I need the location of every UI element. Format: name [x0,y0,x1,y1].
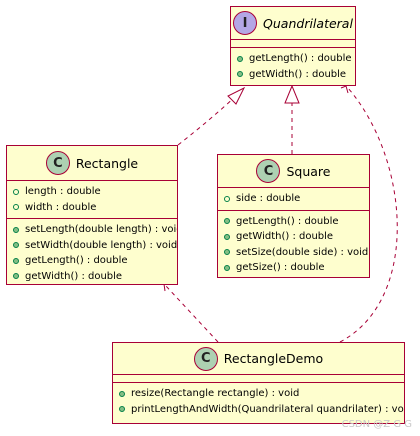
public-visibility-icon [224,249,230,256]
field-row: length : double [13,184,177,200]
public-visibility-icon [13,226,19,233]
demo-to-rectangle-line [165,285,219,343]
rectangle-to-quadrilateral-line [177,95,237,146]
quadrilateral-title: Quandrilateral [263,15,353,31]
method-row: setWidth(double length) : void [13,238,177,254]
square-header: C Square [218,155,369,188]
class-stereotype-icon: C [256,159,281,183]
quadrilateral-fields [231,40,355,48]
interface-stereotype-icon: I [233,11,258,35]
rectangle-demo-header: C RectangleDemo [113,343,404,375]
public-visibility-icon [224,218,230,225]
public-visibility-icon [119,390,125,397]
class-stereotype-icon: C [193,346,218,371]
rectangle-header: C Rectangle [7,146,177,181]
demo-quadrilateral-arrowhead [340,85,349,94]
rectangle-title: Rectangle [75,155,139,171]
method-row: getWidth() : double [13,269,177,285]
field-row: width : double [13,200,177,216]
square-class[interactable]: C Square side : double getLength() : dou… [217,154,370,278]
private-visibility-icon [224,195,230,202]
method-row: printLengthAndWidth(Quandrilateral quand… [119,402,404,418]
method-row: setLength(double length) : void [13,222,177,238]
method-row: getLength() : double [13,253,177,269]
method-row: setSize(double side) : void [224,245,369,261]
public-visibility-icon [13,242,19,249]
demo-to-quadrilateral-line [339,87,398,343]
public-visibility-icon [13,273,19,280]
public-visibility-icon [237,55,243,62]
public-visibility-icon [119,406,125,413]
rectangle-demo-title: RectangleDemo [223,351,324,366]
method-row: getWidth() : double [224,229,369,245]
rectangle-demo-methods: resize(Rectangle rectangle) : void print… [113,383,404,420]
public-visibility-icon [237,71,243,78]
private-visibility-icon [13,188,19,195]
method-row: getLength() : double [237,51,355,67]
method-row: resize(Rectangle rectangle) : void [119,386,404,402]
square-methods: getLength() : double getWidth() : double… [218,211,369,278]
method-row: getSize() : double [224,260,369,276]
public-visibility-icon [224,233,230,240]
watermark: CSDN @Z G G [341,419,412,430]
rectangle-demo-fields [113,375,404,383]
quadrilateral-header: I Quandrilateral [231,7,355,40]
square-fields: side : double [218,188,369,211]
quadrilateral-methods: getLength() : double getWidth() : double [231,48,355,85]
private-visibility-icon [13,204,19,211]
rectangle-demo-class[interactable]: C RectangleDemo resize(Rectangle rectang… [112,342,405,424]
rectangle-methods: setLength(double length) : void setWidth… [7,219,177,285]
field-row: side : double [224,191,369,207]
quadrilateral-interface[interactable]: I Quandrilateral getLength() : double ge… [230,6,356,86]
public-visibility-icon [224,264,230,271]
square-title: Square [286,163,331,179]
square-realization-arrowhead [284,84,300,104]
class-stereotype-icon: C [45,151,70,175]
method-row: getWidth() : double [237,67,355,83]
method-row: getLength() : double [224,214,369,230]
rectangle-realization-arrowhead [227,86,246,105]
rectangle-class[interactable]: C Rectangle length : double width : doub… [6,145,178,285]
rectangle-fields: length : double width : double [7,181,177,219]
public-visibility-icon [13,257,19,264]
